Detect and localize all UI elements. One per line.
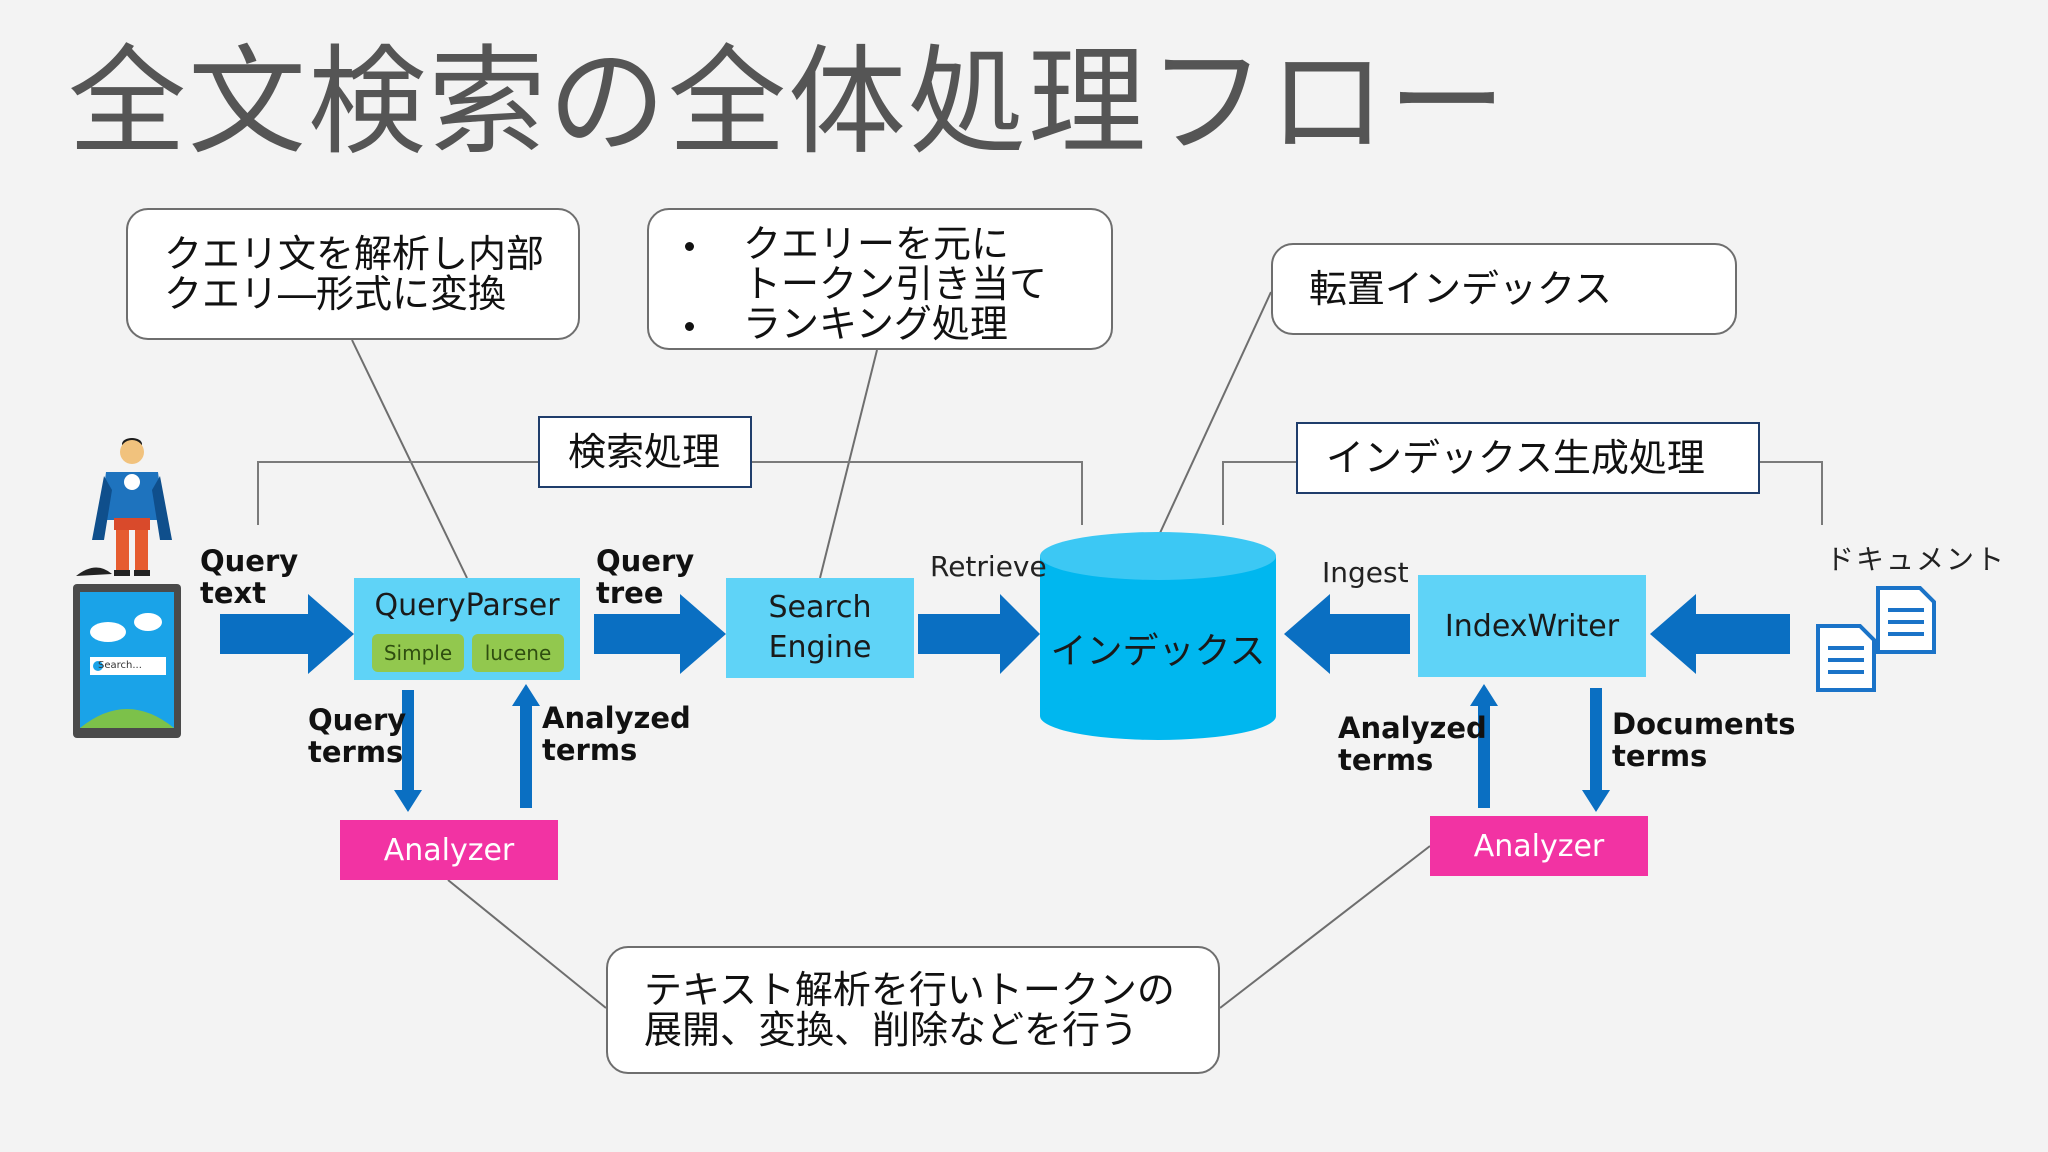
- callout-analyzer-line1: テキスト解析を行いトークンの: [644, 968, 1175, 1012]
- edge-label-analyzed-terms-left: Analyzed terms: [542, 702, 691, 766]
- search-engine-line2: Engine: [768, 630, 872, 665]
- edge-label-line: Query: [596, 544, 695, 578]
- edge-label-query-text: Query text: [200, 545, 298, 609]
- leader-line-analyzer-right: [1219, 845, 1431, 1009]
- edge-label-ingest: Ingest: [1322, 556, 1409, 589]
- arrow-analyzed-terms-up-right: [1470, 684, 1498, 808]
- index-label: インデックス: [1050, 631, 1266, 672]
- arrow-documents-in: [1650, 594, 1790, 674]
- edge-label-line: tree: [596, 576, 664, 610]
- analyzer-left: Analyzer: [340, 820, 558, 880]
- callout-analyzer-line2: 展開、変換、削除などを行う: [644, 1008, 1139, 1052]
- chip-simple: Simple: [372, 634, 464, 672]
- arrow-analyzed-terms-up-left: [512, 684, 540, 808]
- callout-queryparser: クエリ文を解析し内部 クエリ―形式に変換: [126, 208, 580, 340]
- queryparser-node: QueryParser Simple lucene: [354, 578, 580, 680]
- callout-inverted-index-text: 転置インデックス: [1309, 267, 1612, 311]
- edge-label-line: Analyzed: [542, 701, 691, 735]
- indexwriter-node: IndexWriter: [1418, 575, 1646, 677]
- edge-label-line: Query: [308, 703, 407, 737]
- edge-label-line: Query: [200, 544, 299, 578]
- edge-label-line: terms: [542, 733, 638, 767]
- leader-line-queryparser: [351, 339, 468, 579]
- callout-inverted-index: 転置インデックス: [1271, 243, 1737, 335]
- callout-search-engine-bullet2: ランキング処理: [743, 302, 1008, 346]
- edge-label-query-terms: Query terms: [308, 704, 406, 768]
- edge-label-line: terms: [308, 735, 404, 769]
- search-engine-line1: Search: [768, 590, 872, 625]
- search-group-label: 検索処理: [538, 416, 752, 488]
- edge-label-analyzed-terms-right: Analyzed terms: [1338, 712, 1487, 776]
- analyzer-right: Analyzer: [1430, 816, 1648, 876]
- arrow-ingest: [1284, 594, 1410, 674]
- tablet-icon: [73, 584, 181, 738]
- edge-label-line: text: [200, 576, 267, 610]
- arrow-query-terms-down: [394, 690, 422, 812]
- edge-label-line: Analyzed: [1338, 711, 1487, 745]
- callout-search-engine-bullet1-line1: クエリーを元に: [743, 222, 1010, 266]
- documents-label: ドキュメント: [1826, 543, 2007, 576]
- arrow-query-text: [220, 594, 354, 674]
- leader-line-analyzer-left: [447, 879, 607, 1009]
- callout-search-engine: クエリーを元に トークン引き当て ランキング処理: [647, 208, 1113, 350]
- edge-label-documents-terms: Documents terms: [1612, 708, 1796, 772]
- bullet-dot: [685, 242, 694, 251]
- edge-label-retrieve: Retrieve: [930, 550, 1047, 583]
- search-engine-node: Search Engine: [726, 578, 914, 678]
- person-icon: [76, 438, 172, 576]
- tablet-search-placeholder: Search...: [98, 660, 142, 671]
- edge-label-line: Documents: [1612, 707, 1796, 741]
- leader-line-index: [1159, 291, 1272, 534]
- arrow-documents-terms-down: [1582, 688, 1610, 812]
- bullet-dot: [685, 322, 694, 331]
- callout-search-engine-bullet1-line2: トークン引き当て: [743, 262, 1048, 306]
- index-build-group-label: インデックス生成処理: [1296, 422, 1760, 494]
- edge-label-query-tree: Query tree: [596, 545, 694, 609]
- edge-label-line: terms: [1338, 743, 1434, 777]
- queryparser-label: QueryParser: [374, 588, 560, 623]
- arrow-retrieve: [918, 594, 1040, 674]
- callout-queryparser-line2: クエリ―形式に変換: [164, 272, 507, 316]
- callout-queryparser-line1: クエリ文を解析し内部: [164, 232, 545, 276]
- page-title: 全文検索の全体処理フロー: [68, 33, 1509, 171]
- edge-label-line: terms: [1612, 739, 1708, 773]
- leader-line-search-engine: [819, 349, 878, 579]
- callout-analyzer: テキスト解析を行いトークンの 展開、変換、削除などを行う: [606, 946, 1220, 1074]
- documents-icon: [1816, 586, 1936, 692]
- index-cylinder: [1040, 532, 1276, 740]
- chip-lucene: lucene: [472, 634, 564, 672]
- arrow-query-tree: [594, 594, 726, 674]
